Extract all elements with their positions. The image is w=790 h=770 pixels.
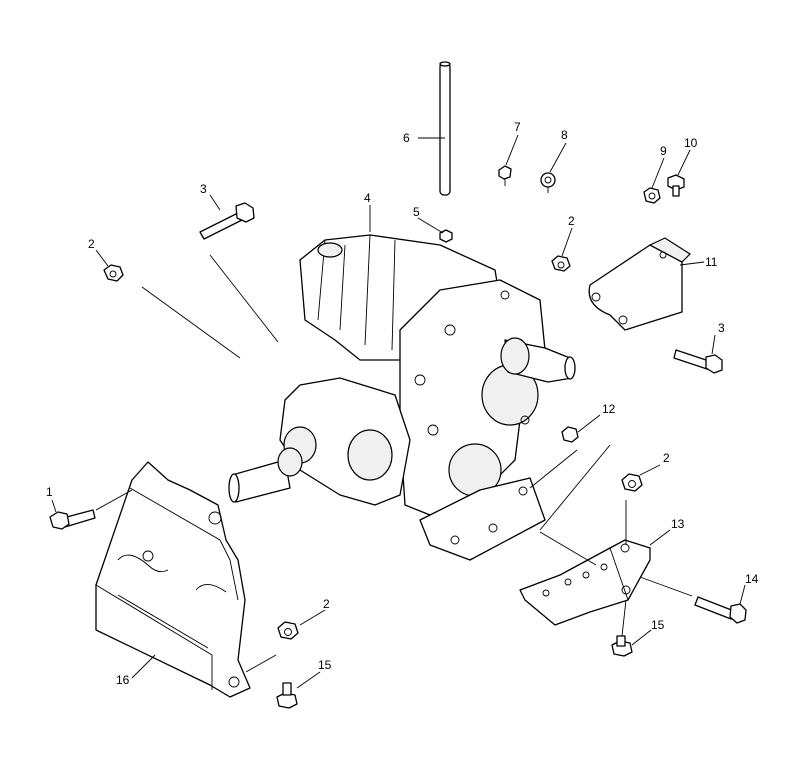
clamp-part-7	[498, 165, 512, 186]
callout-8: 8	[561, 128, 568, 142]
callout-3: 3	[718, 321, 725, 335]
bolt-part-15-lower	[276, 682, 298, 709]
bolt-part-14	[694, 596, 747, 624]
bolt-part-15-right	[611, 635, 633, 657]
callout-11: 11	[705, 255, 718, 269]
bolt-part-3-left	[199, 202, 255, 240]
transmission-assembly-part-4	[228, 234, 576, 561]
frame-bracket-part-16	[95, 461, 251, 698]
callout-2: 2	[88, 237, 95, 251]
nut-part-2-upper-left	[103, 264, 124, 282]
callout-6: 6	[403, 131, 410, 145]
callout-labels: 1 2 2 2 2 3 3 4 5 6 7 8 9 10 11 12 13 14…	[46, 120, 759, 687]
mount-bracket-part-13	[519, 539, 651, 626]
callout-2: 2	[323, 597, 330, 611]
callout-5: 5	[413, 205, 420, 219]
callout-16: 16	[116, 673, 130, 687]
callout-2: 2	[568, 214, 575, 228]
vent-tube-part	[439, 61, 451, 196]
nut-part-2-right	[621, 473, 643, 492]
callout-4: 4	[364, 191, 371, 205]
leader-lines	[51, 134, 746, 689]
clamp-part-8	[540, 172, 556, 193]
callout-10: 10	[684, 136, 698, 150]
callout-1: 1	[46, 485, 53, 499]
callout-13: 13	[671, 517, 685, 531]
nut-part-2-lower	[277, 621, 299, 640]
nut-part-2-center	[551, 255, 571, 272]
callout-9: 9	[660, 144, 667, 158]
callout-3: 3	[200, 182, 207, 196]
bolt-part-1	[49, 509, 96, 530]
upper-bracket-part-11	[588, 237, 691, 331]
callout-7: 7	[514, 120, 521, 134]
callout-2: 2	[663, 451, 670, 465]
bolt-part-3-right	[673, 349, 723, 374]
callout-15: 15	[651, 618, 665, 632]
nut-part-12	[561, 426, 579, 443]
flange-nut-part-9	[643, 187, 661, 204]
callout-14: 14	[745, 572, 759, 586]
callout-15: 15	[318, 658, 332, 672]
bolt-part-10	[667, 174, 685, 197]
callout-12: 12	[602, 402, 616, 416]
